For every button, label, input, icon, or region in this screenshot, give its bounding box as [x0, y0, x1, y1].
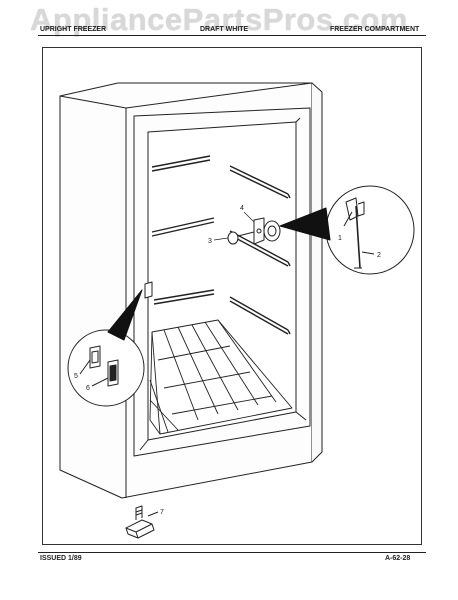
callout-4: 4: [240, 205, 244, 212]
header-rule: [38, 35, 426, 36]
callout-1: 1: [338, 235, 342, 242]
latch-detail: [67, 289, 145, 407]
thermostat-assembly: [227, 217, 281, 245]
callout-5: 5: [74, 373, 78, 380]
thermostat-detail: [279, 185, 415, 275]
callout-7: 7: [160, 509, 164, 516]
right-shelf-rails: [229, 165, 291, 335]
leveling-leg: [125, 505, 159, 539]
drawing-frame: [42, 47, 422, 545]
footer-issued: ISSUED 1/89: [40, 555, 82, 562]
door-latch: [144, 281, 153, 299]
left-shelf-rails: [151, 155, 215, 305]
header-model: UPRIGHT FREEZER: [40, 26, 107, 33]
bottom-basket: [149, 319, 293, 435]
footer-code: A-62-28: [385, 555, 411, 562]
callout-6: 6: [86, 385, 90, 392]
header-color: DRAFT WHITE: [200, 26, 249, 33]
header-section: FREEZER COMPARTMENT: [330, 26, 420, 33]
watermark: AppliancePartsPros.com: [30, 2, 408, 37]
leader-lines: [213, 211, 255, 241]
footer-rule: [38, 552, 426, 553]
callout-2: 2: [377, 252, 381, 259]
callout-3: 3: [208, 238, 212, 245]
